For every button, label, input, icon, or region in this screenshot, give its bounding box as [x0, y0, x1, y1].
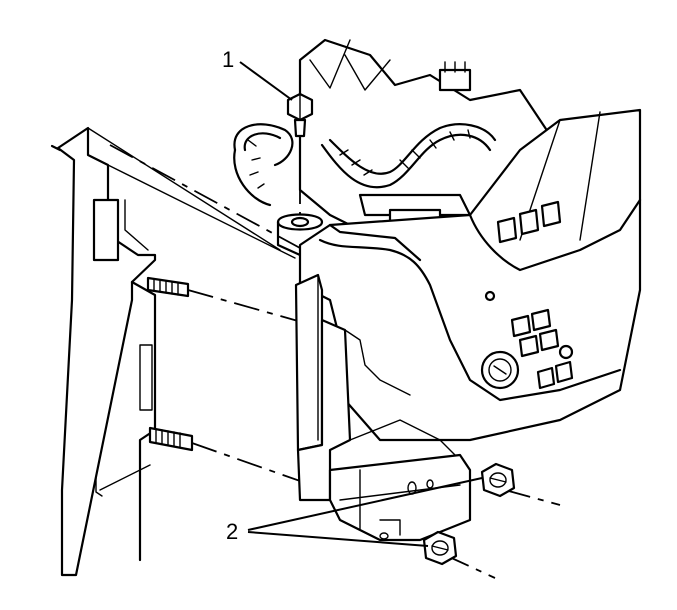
- lower-mounting-bracket: [328, 453, 472, 542]
- retaining-screw: [276, 92, 324, 257]
- upper-stud: [146, 276, 190, 298]
- callout-1-leader: [239, 61, 293, 101]
- callout-label-1: 1: [222, 47, 234, 72]
- left-support-bracket: [50, 126, 296, 577]
- lower-stud: [148, 426, 194, 452]
- callout-label-2: 2: [226, 519, 238, 544]
- upper-nut: [480, 462, 516, 498]
- instrument-panel-body: [298, 108, 642, 442]
- lower-nut: [422, 530, 458, 566]
- callout-2-leaders: [247, 477, 483, 547]
- console-side-trim: [294, 273, 456, 502]
